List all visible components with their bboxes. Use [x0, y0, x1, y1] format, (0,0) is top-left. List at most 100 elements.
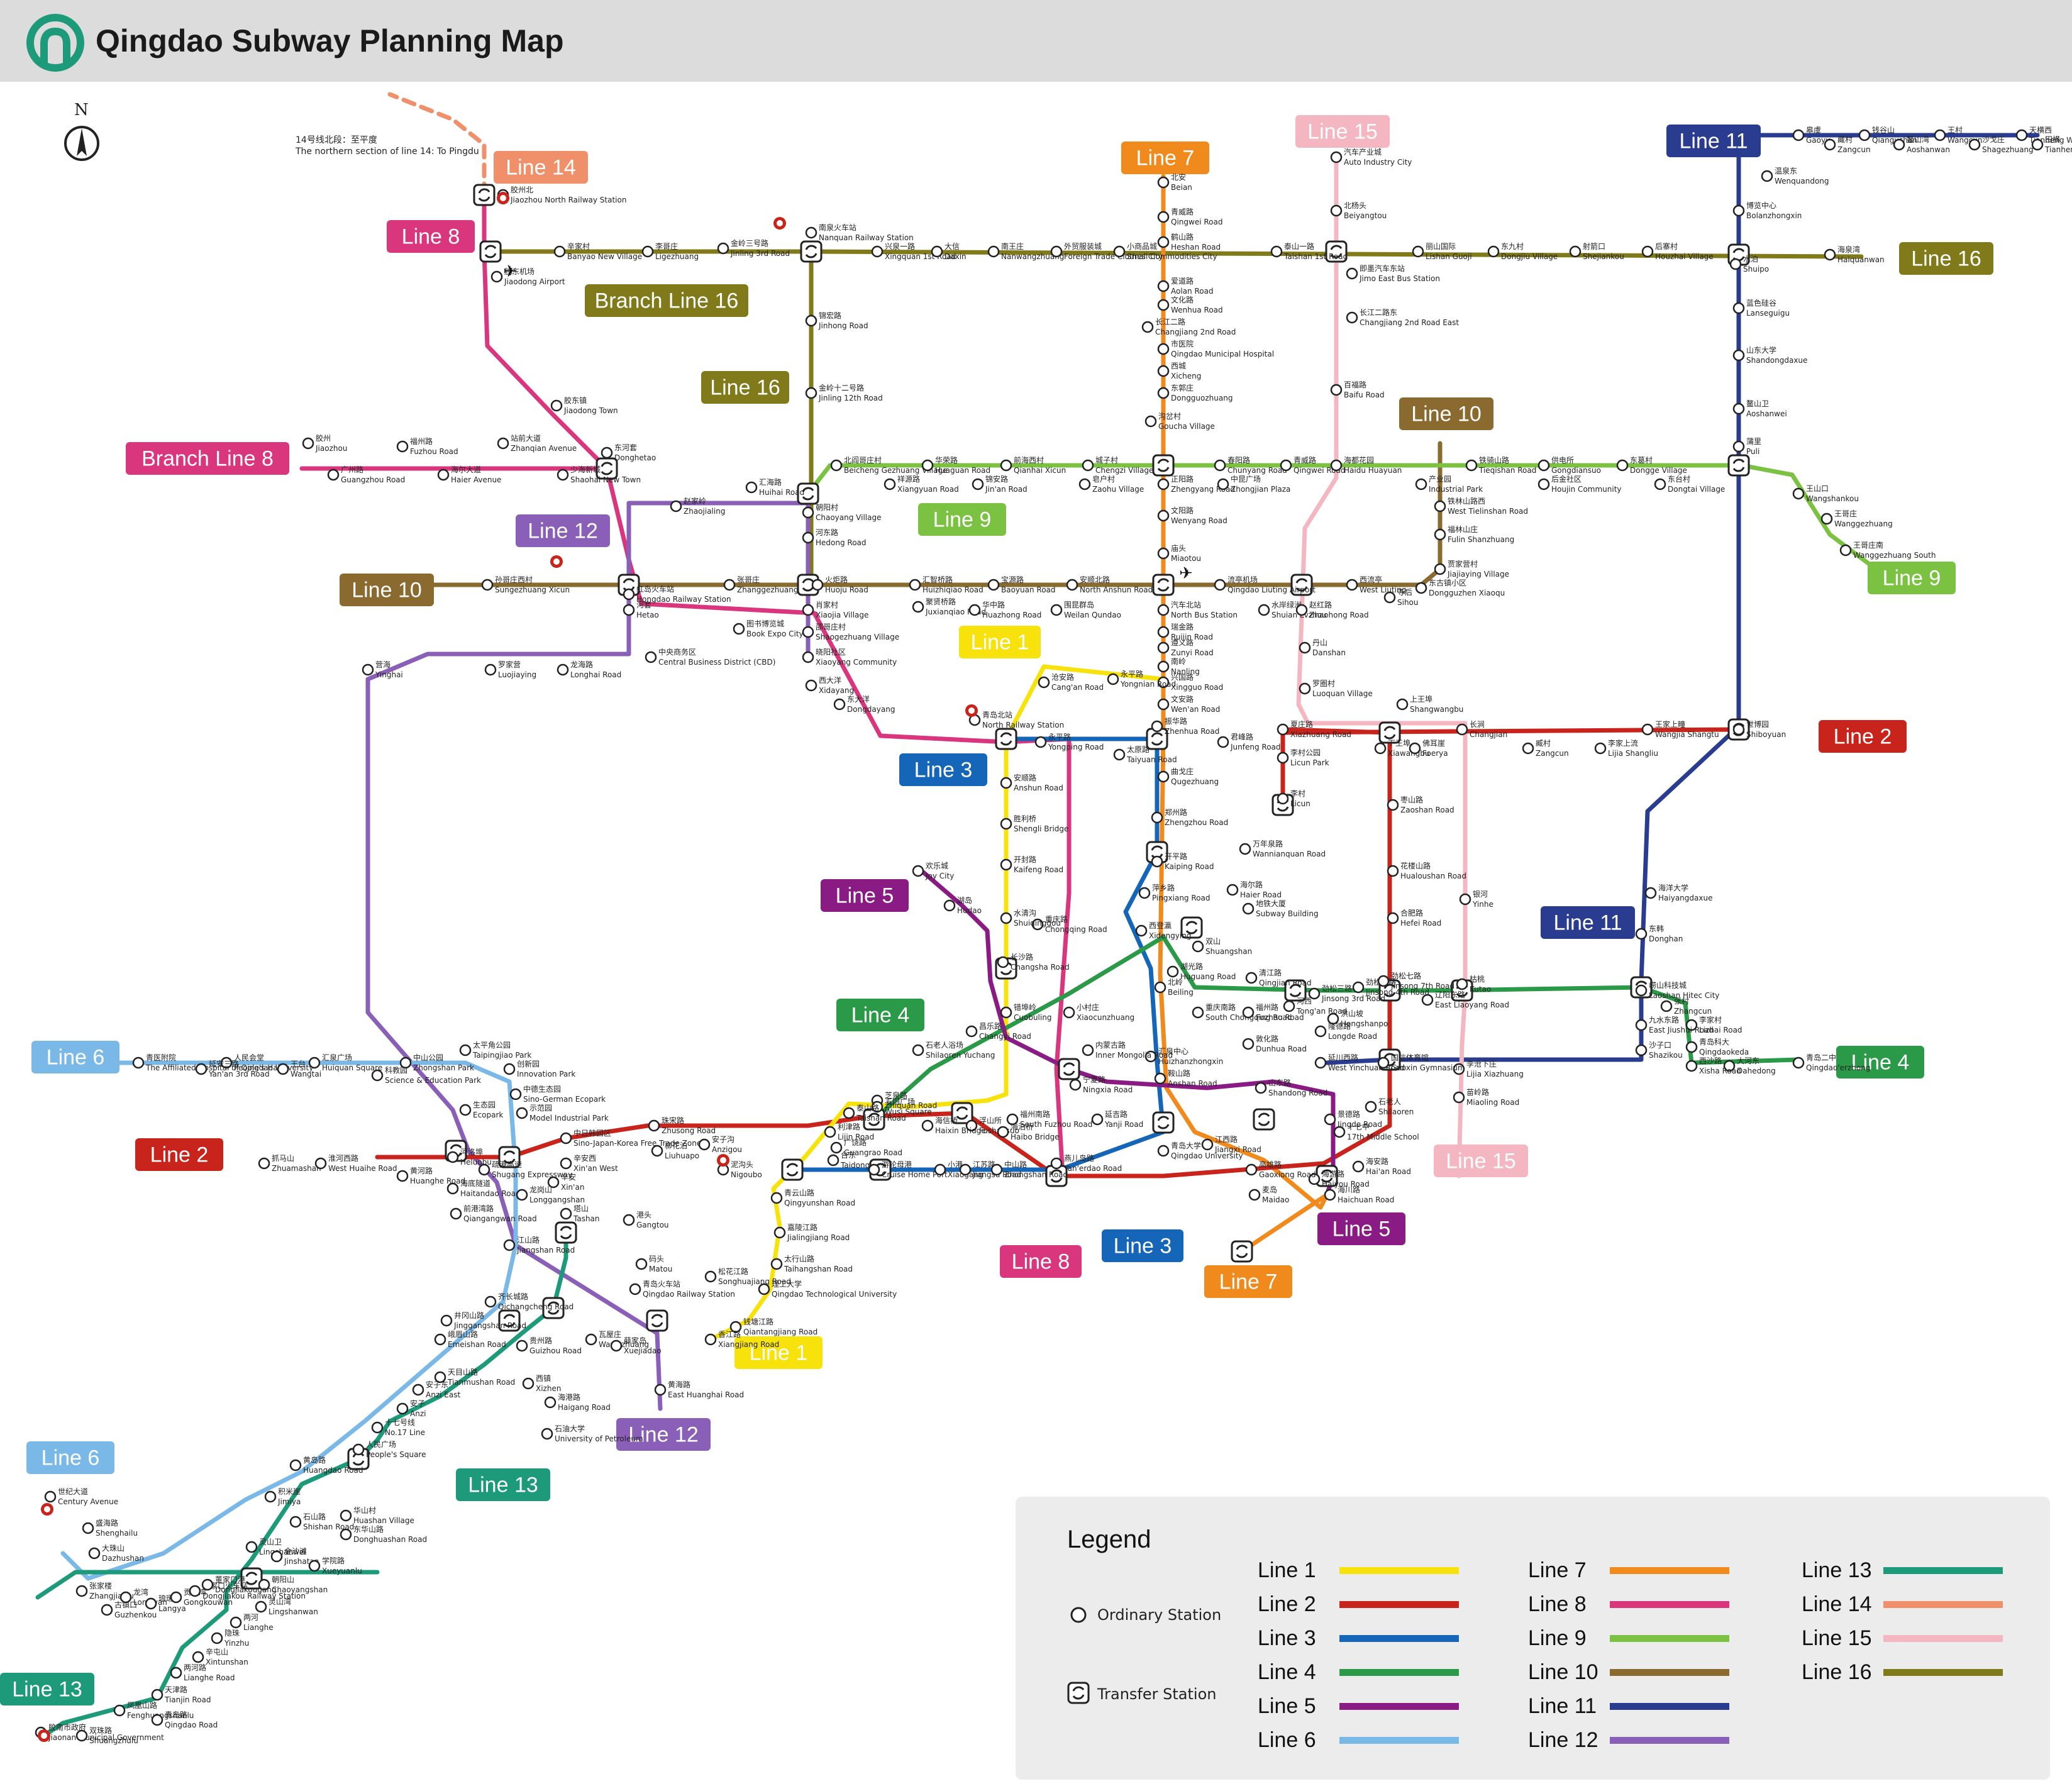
- station-name-en: Jinsong 3rd Road: [1321, 994, 1385, 1003]
- station-name-zh: 中山路: [1004, 1160, 1027, 1169]
- ordinary-station-icon: [758, 1283, 770, 1295]
- station-name-en: Ningxia Road: [1083, 1085, 1133, 1094]
- line11-path: [1736, 133, 2040, 201]
- station-name-en: 17th Middle School: [1347, 1133, 1419, 1141]
- station-name-en: Century Avenue: [58, 1497, 118, 1506]
- station-name-en: Jiaodong Airport: [504, 277, 565, 286]
- station-name-en: Xidayang: [819, 686, 854, 695]
- ordinary-station-icon: [921, 1119, 934, 1132]
- station-name-zh: 铁骑山路: [1479, 455, 1509, 465]
- legend-transfer-label: Transfer Station: [1097, 1685, 1217, 1703]
- line-tag-label: Line 8: [1012, 1250, 1070, 1273]
- ordinary-station-icon: [1569, 245, 1582, 258]
- ordinary-station-icon: [1157, 547, 1170, 560]
- station-name-en: Xuejiadao: [624, 1346, 662, 1355]
- station-name-zh: 两河路: [184, 1663, 206, 1672]
- station-name-en: Shangwangbu: [1410, 705, 1463, 714]
- ordinary-station-icon: [802, 604, 814, 616]
- station-name-en: Changjian: [1470, 730, 1507, 739]
- line8-path: [482, 192, 1072, 1178]
- station-name-en: Haitandao Road: [460, 1189, 521, 1198]
- ordinary-station-icon: [1409, 742, 1421, 755]
- ordinary-station-icon: [446, 1151, 459, 1163]
- station-name-en: Zangcun: [1837, 145, 1871, 154]
- legend-line-swatch: [1610, 1601, 1729, 1608]
- station-name-en: Industrial Park: [1429, 485, 1483, 494]
- station-name-en: Houjin Community: [1551, 485, 1622, 494]
- station-name-en: Haichuan Road: [1338, 1195, 1394, 1204]
- north-compass-icon: [64, 126, 99, 161]
- ordinary-station-icon: [1377, 975, 1390, 987]
- station-name-en: Houzhai Village: [1655, 252, 1714, 261]
- ordinary-station-icon: [830, 1141, 843, 1154]
- station-name-zh: 李哥庄: [655, 241, 678, 251]
- station-name-en: Central Business District (CBD): [658, 658, 775, 667]
- ordinary-station-icon: [327, 469, 340, 481]
- legend-line-label: Line 9: [1528, 1626, 1587, 1650]
- station-name-zh: 市医院: [1171, 339, 1194, 348]
- ordinary-station-icon: [440, 1314, 453, 1327]
- station-name-zh: 振华路: [1165, 716, 1187, 726]
- ordinary-station-icon: [1283, 1000, 1295, 1012]
- line-tag-label: Line 11: [1553, 911, 1622, 934]
- legend-line-label: Line 15: [1802, 1626, 1872, 1650]
- ordinary-station-icon: [1038, 676, 1050, 689]
- station-name-zh: 海泉湾: [1837, 245, 1860, 254]
- ordinary-station-icon: [308, 1056, 321, 1069]
- legend-line-swatch: [1883, 1669, 2003, 1676]
- line-tag: Line 4: [1836, 1046, 1924, 1078]
- station-name-zh: 永平路: [1121, 669, 1143, 679]
- station-name-zh: 后寨村: [1655, 241, 1678, 251]
- station-name-en: Zhanqian Avenue: [511, 444, 577, 453]
- station-name-en: Gangtou: [636, 1221, 669, 1229]
- station-name-en: West Liuting: [1360, 585, 1406, 594]
- ordinary-station-icon: [340, 1509, 352, 1522]
- station-name-en: Jialingjiang Road: [787, 1233, 850, 1242]
- station-name-zh: 青岛北站: [982, 710, 1012, 719]
- station-name-en: University of Petroleum: [555, 1434, 643, 1443]
- station-name-en: Ecopark: [473, 1111, 503, 1119]
- station-item: 贡口湾Gongkouwan: [170, 1587, 233, 1607]
- station-name-zh: 麦岛: [1262, 1185, 1277, 1194]
- ordinary-station-icon: [82, 1522, 94, 1534]
- ordinary-station-icon: [1792, 487, 1805, 500]
- station-name-en: Haibo Bridge: [1011, 1133, 1060, 1141]
- station-name-en: Haiyou Road: [1322, 1180, 1370, 1189]
- ordinary-station-icon: [912, 865, 924, 877]
- line-tag: Line 9: [918, 503, 1006, 536]
- ordinary-station-icon: [1421, 994, 1434, 1006]
- station-name-en: Qiangushan: [1872, 136, 1917, 145]
- station-name-en: Lizhai Road: [1699, 1026, 1742, 1034]
- station-name-en: Xiaocunzhuang: [1077, 1013, 1134, 1022]
- ordinary-station-icon: [1635, 928, 1648, 940]
- station-name-en: East Huanghai Road: [668, 1390, 744, 1399]
- station-name-zh: 黄岛路: [303, 1455, 326, 1465]
- station-name-zh: 灵山湾: [269, 1597, 291, 1606]
- station-name-zh: 长涧: [1470, 720, 1485, 729]
- transfer-station-icon: [1325, 240, 1348, 263]
- ordinary-station-icon: [1893, 138, 1905, 151]
- station-name-en: South Fuzhou Road: [1020, 1120, 1092, 1129]
- station-name-zh: 利津路: [838, 1122, 860, 1131]
- station-name-zh: 青医附院: [146, 1053, 176, 1062]
- station-name-en: Beicheng Gezhuang Village: [844, 466, 947, 475]
- station-name-zh: 积米崖: [278, 1487, 301, 1496]
- station-name-zh: 张村: [1674, 997, 1689, 1006]
- ordinary-station-icon: [1000, 858, 1012, 871]
- ordinary-station-icon: [959, 1163, 972, 1176]
